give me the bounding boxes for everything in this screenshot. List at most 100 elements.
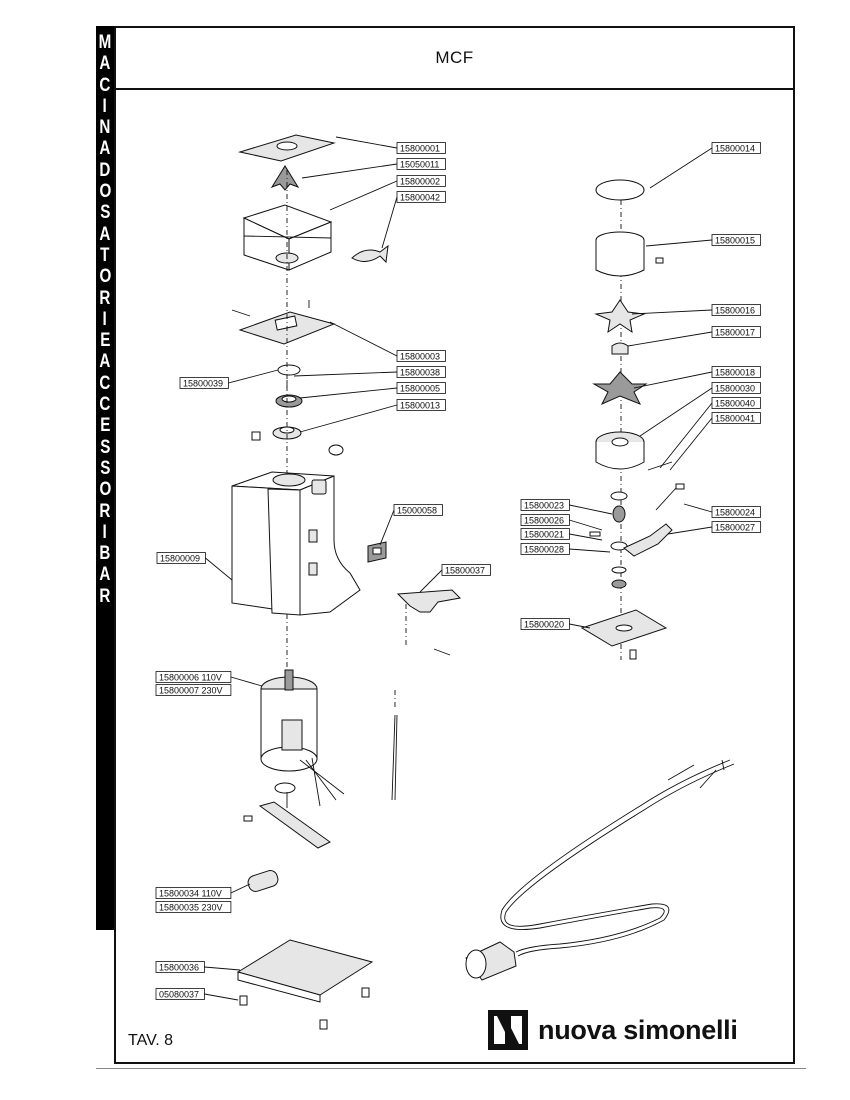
part-leader-line — [569, 533, 603, 541]
part-leader-line — [667, 526, 713, 535]
part-number-label: 15800009 — [160, 553, 200, 563]
banner-letter: B — [99, 543, 111, 565]
part-leader-line — [669, 417, 713, 471]
part-leader-line — [299, 387, 398, 399]
banner-letter: R — [99, 500, 111, 522]
doser-rotor-drawing — [592, 371, 648, 406]
part-number-label: 15800026 — [524, 515, 564, 525]
doser-star-drawing — [594, 299, 646, 334]
part-leader-line — [659, 402, 713, 469]
banner-letter: C — [99, 394, 111, 416]
banner-letter: I — [102, 308, 108, 330]
page-title: MCF — [435, 48, 474, 67]
part-number-label: 15800020 — [524, 619, 564, 629]
banner-letter: I — [102, 521, 108, 543]
part-number-label: 05080037 — [159, 989, 199, 999]
part-leader-line — [204, 993, 239, 1001]
part-number-label: 15800021 — [524, 529, 564, 539]
part-leader-line — [569, 623, 591, 629]
part-leader-line — [293, 371, 398, 377]
part-number-label: 15800023 — [524, 500, 564, 510]
doser-lid-drawing — [595, 179, 645, 201]
part-number-label: 15800037 — [445, 565, 485, 575]
page-bottom-rule — [96, 1068, 806, 1069]
banner-letter: R — [99, 585, 111, 607]
part-leader-line — [627, 331, 713, 347]
banner-letter: N — [99, 117, 111, 139]
banner-letter: A — [99, 223, 111, 245]
grinder-body-drawing — [231, 471, 361, 616]
lid-knob-drawing — [270, 165, 300, 191]
drawing-frame — [114, 26, 795, 1064]
part-leader-line — [419, 569, 443, 593]
banner-letter: M — [98, 32, 112, 53]
banner-letter: C — [99, 74, 111, 96]
part-number-label: 15050011 — [400, 159, 439, 169]
part-number-label: 15800016 — [715, 305, 755, 315]
part-leader-line — [205, 557, 233, 581]
banner-letter: A — [99, 138, 111, 160]
part-leader-line — [299, 404, 398, 433]
part-leader-line — [379, 509, 395, 546]
part-number-label: 15800005 — [400, 383, 440, 393]
part-number-label: 15800006 110V — [159, 672, 222, 682]
banner-letter: T — [100, 244, 110, 266]
top-plate-drawing — [231, 300, 336, 345]
lever-assembly-drawing — [589, 491, 673, 589]
part-number-label: 15800040 — [715, 398, 755, 408]
part-number-label: 15800013 — [400, 400, 440, 410]
bearing-rings-drawing — [275, 364, 303, 408]
brand-logo: nuova simonelli — [488, 1010, 738, 1050]
part-number-label: 15800035 230V — [159, 902, 223, 912]
base-tray-drawing — [236, 939, 374, 1030]
part-number-label: 15800003 — [400, 351, 440, 361]
banner-letter: S — [99, 202, 111, 224]
part-number-box — [155, 901, 232, 913]
banner-letter: I — [102, 95, 108, 117]
part-number-label: 15800039 — [183, 378, 223, 388]
part-leader-line — [639, 387, 713, 437]
banner-letter: E — [99, 415, 111, 437]
spring-screw-drawing — [647, 461, 685, 511]
rod-drawing — [391, 690, 398, 801]
capacitor-drawing — [247, 870, 279, 892]
doser-body-drawing — [595, 431, 645, 470]
power-switch-drawing — [367, 541, 387, 563]
part-leader-line — [301, 163, 398, 179]
part-number-label: 15800042 — [400, 192, 440, 202]
part-number-label: 15800001 — [400, 143, 440, 153]
header-bar: MCF — [114, 26, 795, 90]
brand-name: nuova simonelli — [538, 1014, 738, 1045]
part-number-label: 15800018 — [715, 367, 755, 377]
power-cord-drawing — [465, 759, 735, 981]
banner-letter: A — [99, 351, 111, 373]
part-number-label: 15800027 — [715, 522, 755, 532]
part-leader-line — [381, 196, 398, 249]
part-number-label: 15800028 — [524, 544, 564, 554]
banner-letter: D — [99, 159, 111, 181]
banner-letter: A — [99, 564, 111, 586]
doser-base-plate-drawing — [580, 609, 668, 660]
banner-letter: O — [99, 479, 111, 501]
brand-logo-icon — [488, 1010, 528, 1050]
part-number-label: 15800034 110V — [159, 888, 222, 898]
part-leader-line — [228, 369, 279, 384]
part-number-box — [155, 684, 232, 696]
motor-drawing — [260, 669, 345, 807]
part-number-label: 15800030 — [715, 383, 755, 393]
banner-letter: S — [99, 436, 111, 458]
part-leader-line — [633, 371, 713, 389]
doser-blade-drawing — [611, 342, 629, 355]
banner-letter: S — [99, 457, 111, 479]
banner-letter: R — [99, 287, 111, 309]
banner-letter: A — [99, 53, 111, 75]
part-leader-line — [569, 548, 611, 553]
part-leader-line — [335, 136, 398, 149]
banner-letter: E — [99, 330, 111, 352]
part-number-label: 15800014 — [715, 143, 755, 153]
part-leader-line — [569, 504, 613, 515]
doser-cylinder-drawing — [595, 231, 664, 277]
